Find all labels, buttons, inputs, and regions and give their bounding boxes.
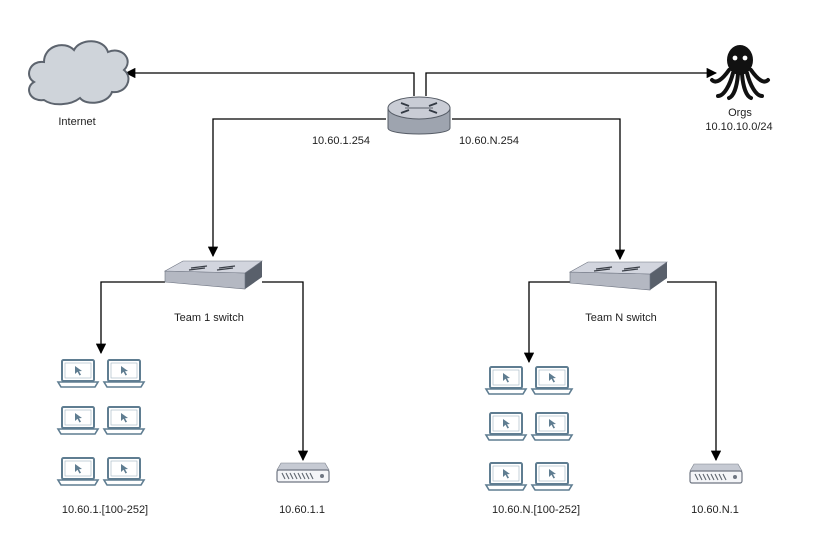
laptop-icon [531,412,573,441]
edge-router-internet [124,67,415,96]
laptop-icon [103,359,145,388]
edge-teamN-switch-clients [523,281,571,364]
laptop-icon [485,366,527,395]
teamN-switch-label: Team N switch [585,312,657,324]
edge-teamN-switch-server [667,281,722,462]
team1-switch-icon [164,260,263,290]
laptop-icon [57,359,99,388]
laptop-icon [103,457,145,486]
laptop-icon [531,366,573,395]
router-ip-right-label: 10.60.N.254 [459,135,519,147]
edge-team1-switch-server [262,281,309,462]
laptop-icon [57,406,99,435]
laptop-icon [57,457,99,486]
team1-laptop-grid [57,359,145,486]
orgs-label: Orgs [728,107,752,119]
laptop-icon [103,406,145,435]
teamN-laptop-grid [485,366,573,491]
internet-label: Internet [58,116,95,128]
edge-team1-switch-clients [95,281,165,355]
cloud-icon [28,40,130,106]
team1-switch-label: Team 1 switch [174,312,244,324]
router-icon [387,96,451,135]
team1-server-label: 10.60.1.1 [279,504,325,516]
octopus-icon [710,45,770,100]
laptop-icon [531,462,573,491]
router-ip-left-label: 10.60.1.254 [312,135,370,147]
team1-server-icon [276,462,330,483]
teamN-server-icon [689,463,743,484]
edge-router-orgs [425,67,718,96]
laptop-icon [485,462,527,491]
edge-router-teamN-switch [452,118,626,261]
teamN-server-label: 10.60.N.1 [691,504,739,516]
edge-router-team1-switch [207,118,386,258]
orgs-subnet-label: 10.10.10.0/24 [705,121,772,133]
team1-clients-label: 10.60.1.[100-252] [62,504,148,516]
teamN-switch-icon [569,261,668,291]
laptop-icon [485,412,527,441]
teamN-clients-label: 10.60.N.[100-252] [492,504,580,516]
